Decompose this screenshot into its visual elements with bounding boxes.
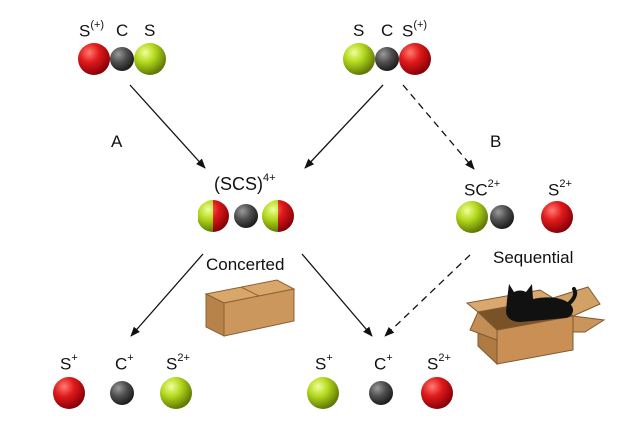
ion-label: S+ bbox=[60, 352, 78, 374]
open-box-with-cat bbox=[465, 284, 606, 366]
arrow-b-dashed bbox=[402, 84, 475, 170]
ion-sulfur-green bbox=[307, 377, 339, 409]
atom-sulfur-green bbox=[134, 43, 166, 75]
arrow-concerted-left bbox=[130, 253, 204, 337]
atom-carbon bbox=[234, 204, 258, 228]
path-b-label: B bbox=[490, 132, 502, 151]
ion-label: S2+ bbox=[166, 352, 190, 374]
s-formula: S2+ bbox=[548, 178, 572, 200]
ions-bottom-right bbox=[307, 377, 453, 409]
concerted-label: Concerted bbox=[206, 255, 285, 274]
ion-carbon bbox=[369, 381, 393, 405]
ion-label: C+ bbox=[115, 352, 134, 374]
atom-sulfur-red bbox=[399, 43, 431, 75]
label-c-right: C bbox=[381, 21, 394, 40]
ion-label: C+ bbox=[374, 352, 393, 374]
sequential-label: Sequential bbox=[493, 248, 574, 267]
molecule-center bbox=[198, 200, 294, 232]
ion-sulfur-green bbox=[160, 377, 192, 409]
arrow-concerted-right bbox=[301, 253, 373, 337]
ion-label: S+ bbox=[315, 352, 333, 374]
ion-sulfur-red bbox=[53, 377, 85, 409]
atom-sulfur-red bbox=[78, 43, 110, 75]
atom-sulfur-mixed bbox=[262, 200, 294, 232]
center-formula: (SCS)4+ bbox=[214, 172, 276, 194]
cat-icon bbox=[506, 284, 574, 322]
atom-carbon bbox=[375, 47, 399, 71]
ion-label: S2+ bbox=[427, 352, 451, 374]
cat-tail-icon bbox=[564, 287, 578, 308]
atom-carbon bbox=[110, 47, 134, 71]
fragment-s-red bbox=[541, 201, 573, 233]
label-c-left: C bbox=[116, 21, 129, 40]
closed-box bbox=[204, 279, 296, 337]
fragment-sc bbox=[456, 201, 514, 233]
ion-carbon bbox=[110, 381, 134, 405]
atom-sulfur-green bbox=[343, 43, 375, 75]
label-s-left2: S bbox=[144, 21, 156, 40]
arrow-right-to-center bbox=[304, 84, 384, 169]
label-s-right2: S(+) bbox=[402, 19, 428, 41]
path-a-label: A bbox=[111, 132, 123, 151]
sc-formula: SC2+ bbox=[464, 178, 501, 200]
molecule-top-left bbox=[78, 43, 166, 75]
arrow-sequential-dashed bbox=[384, 254, 471, 337]
atom-carbon bbox=[490, 205, 514, 229]
label-s-right: S bbox=[353, 21, 365, 40]
arrow-a bbox=[129, 84, 206, 169]
label-s-left: S(+) bbox=[79, 19, 105, 41]
ions-bottom-left bbox=[53, 377, 192, 409]
atom-sulfur-mixed bbox=[198, 200, 229, 232]
molecule-top-right bbox=[343, 43, 431, 75]
atom-sulfur-green bbox=[456, 201, 488, 233]
ion-sulfur-red bbox=[421, 377, 453, 409]
